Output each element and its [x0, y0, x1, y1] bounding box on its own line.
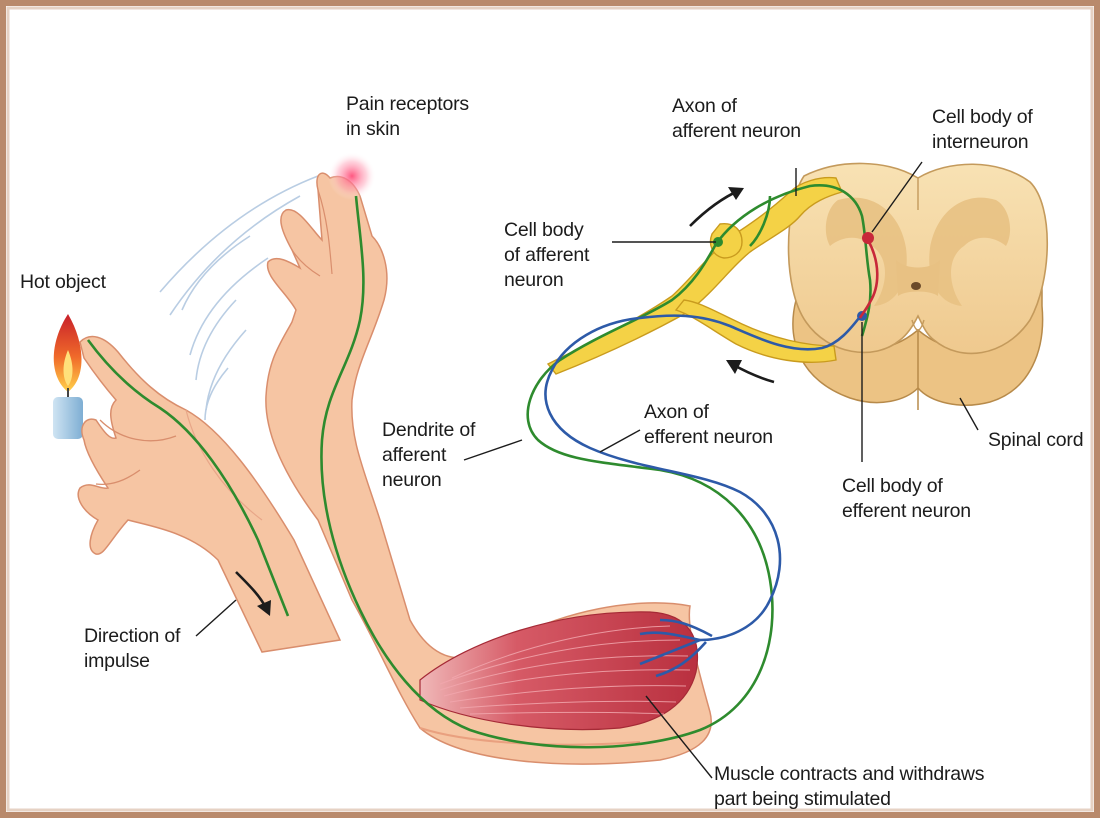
interneuron-cell-body	[862, 232, 874, 244]
label-cell-body-afferent: Cell body of afferent neuron	[504, 218, 589, 293]
candle-icon	[53, 397, 83, 439]
spinal-cord	[789, 163, 1048, 410]
label-cell-body-efferent: Cell body of efferent neuron	[842, 474, 971, 524]
label-hot-object: Hot object	[20, 270, 106, 295]
label-dendrite-afferent: Dendrite of afferent neuron	[382, 418, 475, 493]
hot-object-candle	[53, 314, 83, 439]
label-direction-of-impulse: Direction of impulse	[84, 624, 180, 674]
label-axon-efferent: Axon of efferent neuron	[644, 400, 773, 450]
label-muscle: Muscle contracts and withdraws part bein…	[714, 762, 984, 812]
label-pain-receptors: Pain receptors in skin	[346, 92, 469, 142]
label-cell-body-interneuron: Cell body of interneuron	[932, 105, 1033, 155]
pain-receptor-glow	[328, 152, 376, 200]
label-axon-afferent: Axon of afferent neuron	[672, 94, 801, 144]
label-spinal-cord: Spinal cord	[988, 428, 1083, 453]
biceps-muscle	[420, 612, 697, 730]
